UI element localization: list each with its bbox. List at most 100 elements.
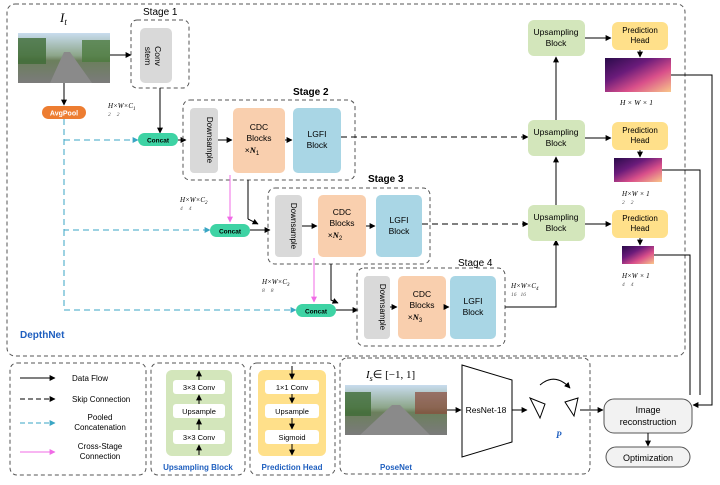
prediction-detail-frame — [249, 362, 336, 476]
pred-detail-conv-label: 1×1 Conv — [276, 383, 309, 392]
up-detail-conv2-label: 3×3 Conv — [183, 433, 216, 442]
up-detail-upsample — [173, 404, 225, 418]
depth-map-half — [614, 158, 662, 182]
depthnet-label: DepthNet — [20, 330, 65, 341]
concat-label-3: Concat — [305, 309, 328, 316]
concat-label-1: Concat — [147, 138, 170, 145]
dim-stage2: H×W×C2 — [179, 196, 208, 206]
output-dim-full: H × W × 1 — [619, 98, 653, 107]
resnet-encoder — [461, 364, 513, 458]
input-label: It — [59, 10, 67, 27]
concat-label-2: Concat — [219, 229, 242, 236]
stage3-lgfi-block — [376, 195, 422, 257]
resnet-label: ResNet-18 — [466, 405, 507, 415]
stage4-downsample-text: Downsample — [378, 284, 387, 331]
posenet-title: PoseNet — [380, 463, 412, 472]
pred-detail-sigmoid-label: Sigmoid — [278, 433, 305, 442]
pred-detail-sigmoid — [265, 430, 319, 444]
avgpool-label: AvgPool — [50, 111, 78, 118]
legend-skip: Skip Connection — [72, 395, 130, 404]
concat-node-2 — [210, 224, 250, 237]
conv-stem-text: Convstem — [143, 46, 163, 67]
optimization-box — [605, 446, 691, 468]
legend-frame — [9, 362, 147, 476]
stage3-cdc-block — [318, 195, 366, 257]
pose-label: P — [556, 430, 562, 440]
avgpool-node — [42, 106, 86, 119]
optimization-label: Optimization — [623, 453, 673, 463]
legend-data-flow: Data Flow — [72, 374, 108, 383]
prediction-detail-title: Prediction Head — [262, 463, 323, 472]
stage1-title: Stage 1 — [143, 7, 178, 18]
up-detail-conv1 — [173, 380, 225, 394]
stage2-downsample — [190, 108, 218, 173]
stage4-lgfi-block — [450, 276, 496, 339]
up-detail-upsample-label: Upsample — [182, 407, 216, 416]
stage2-downsample-text: Downsample — [205, 117, 214, 164]
posenet-frame — [339, 357, 591, 475]
stage3-title: Stage 3 — [368, 174, 404, 185]
upsampling-detail-frame — [150, 362, 246, 476]
stage3-downsample-text: Downsample — [289, 203, 298, 250]
stage3-frame — [267, 187, 431, 265]
pose-icon — [528, 378, 579, 420]
depth-map-full — [605, 58, 671, 92]
dim-stage3: H×W×C3 — [261, 278, 290, 288]
pred-detail-upsample — [265, 404, 319, 418]
stage4-downsample — [364, 276, 390, 339]
concat-node-1 — [138, 133, 178, 146]
depthnet-frame — [6, 3, 686, 357]
upsampling-detail-title: Upsampling Block — [163, 463, 233, 472]
stage2-title: Stage 2 — [293, 87, 329, 98]
stage2-cdc-block — [233, 108, 285, 173]
output-dim-quarter: H×W× 1 — [621, 272, 650, 280]
posenet-input-label: Is∈ [−1, 1] — [365, 369, 415, 383]
stage2-frame — [182, 99, 356, 181]
pred-detail-conv — [265, 380, 319, 394]
dim-stage1: H×W×C1 — [107, 102, 136, 112]
stage4-cdc-block — [398, 276, 446, 339]
depth-map-quarter — [622, 246, 654, 264]
posenet-input-image — [345, 385, 447, 435]
output-dim-half: H×W× 1 — [621, 190, 650, 198]
input-image — [18, 33, 110, 83]
pred-detail-upsample-label: Upsample — [275, 407, 309, 416]
stage2-lgfi-block — [293, 108, 341, 173]
concat-node-3 — [296, 304, 336, 317]
up-detail-conv2 — [173, 430, 225, 444]
dim-stage4: H×W×C4 — [510, 282, 539, 292]
conv-stem-block — [140, 28, 172, 83]
up-detail-conv1-label: 3×3 Conv — [183, 383, 216, 392]
stage3-downsample — [275, 195, 302, 257]
stage4-title: Stage 4 — [458, 258, 493, 269]
